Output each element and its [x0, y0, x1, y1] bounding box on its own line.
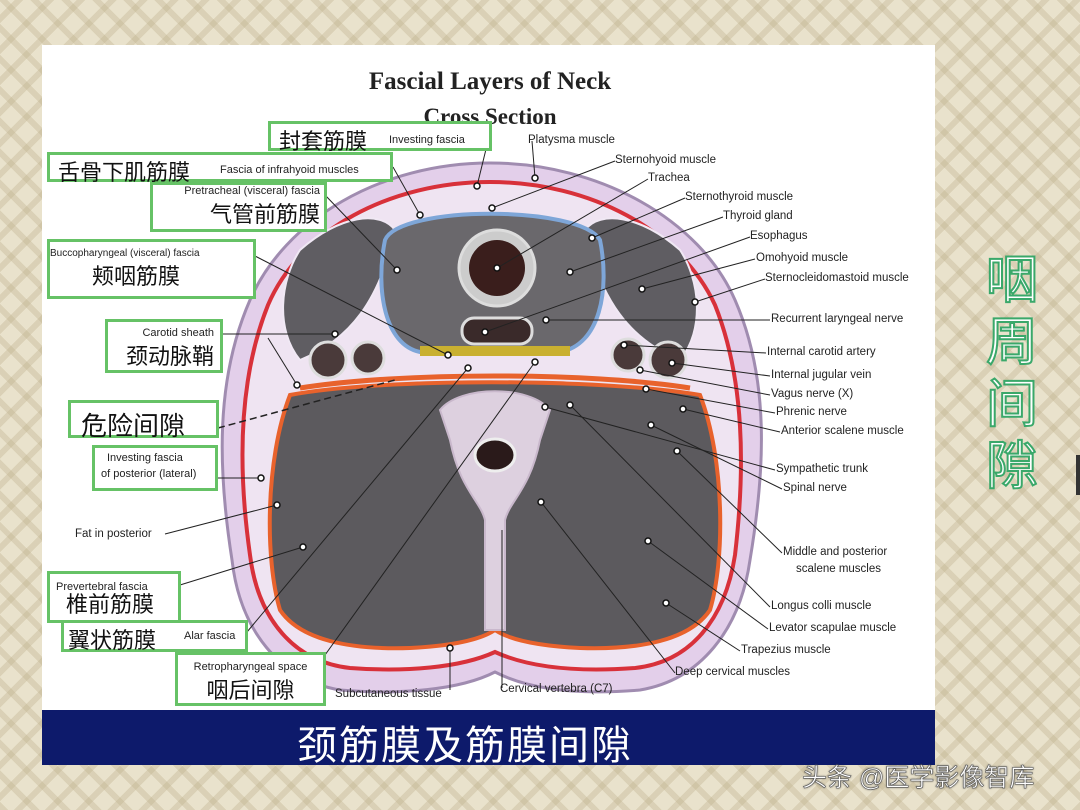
label-cn: 颈动脉鞘: [125, 344, 214, 369]
label-box-pretracheal-fascia: Pretracheal (visceral) fascia 气管前筋膜: [150, 182, 327, 232]
label-sympathetic-trunk: Sympathetic trunk: [776, 463, 869, 475]
side-label-peripharyngeal-space: 咽 周 间 隙: [982, 250, 1042, 498]
label-box-buccopharyngeal-fascia: Buccopharyngeal (visceral) fascia 颊咽筋膜: [47, 239, 256, 299]
label-en: of posterior (lateral): [101, 468, 197, 480]
label-trachea: Trachea: [648, 172, 690, 184]
label-esophagus: Esophagus: [750, 230, 808, 242]
label-platysma: Platysma muscle: [528, 134, 615, 146]
jugular-vein-right: [648, 340, 688, 380]
side-char: 周: [985, 313, 1039, 373]
label-recurrent-laryngeal: Recurrent laryngeal nerve: [771, 313, 904, 325]
label-box-prevertebral-fascia: Prevertebral fascia 椎前筋膜: [47, 571, 181, 623]
label-internal-carotid: Internal carotid artery: [767, 346, 876, 358]
label-cn: 封套筋膜: [279, 129, 368, 154]
retropharyngeal-space: [420, 346, 570, 356]
side-char: 间: [985, 375, 1039, 435]
label-spinal-nerve: Spinal nerve: [783, 482, 847, 494]
label-omohyoid: Omohyoid muscle: [756, 252, 849, 264]
marker-dots: [257, 174, 699, 652]
label-box-posterior-investing-fascia: Investing fascia of posterior (lateral): [92, 445, 218, 491]
cervical-vertebra: [438, 390, 552, 631]
label-fat-in-posterior: Fat in posterior: [75, 528, 152, 540]
label-en: Fascia of infrahyoid muscles: [220, 164, 359, 176]
diagram-title: Fascial Layers of Neck: [368, 68, 612, 95]
label-internal-jugular: Internal jugular vein: [771, 369, 872, 381]
side-char: 咽: [985, 251, 1039, 311]
label-cn: 翼状筋膜: [68, 628, 157, 653]
label-en: Alar fascia: [184, 630, 236, 642]
label-en: Investing fascia: [389, 134, 465, 146]
caption-text: 颈筋膜及筋膜间隙: [297, 724, 633, 768]
caption-banner: 颈筋膜及筋膜间隙: [42, 710, 935, 768]
prevertebral-fascia-line: [299, 373, 691, 391]
label-cn: 颊咽筋膜: [92, 264, 181, 289]
esophagus: [460, 316, 534, 346]
label-sternocleidomastoid: Sternocleidomastoid muscle: [765, 272, 909, 284]
label-anterior-scalene: Anterior scalene muscle: [781, 425, 904, 437]
side-char: 隙: [985, 437, 1039, 497]
label-en: Investing fascia: [107, 452, 183, 464]
edge-mark: [1076, 455, 1080, 495]
label-cervical-vertebra: Cervical vertebra (C7): [500, 683, 613, 695]
label-trapezius: Trapezius muscle: [741, 644, 831, 656]
sternocleidomastoid-left: [282, 217, 397, 362]
label-middle-scalene-1: Middle and posterior: [783, 546, 888, 558]
watermark: 头条 @医学影像智库: [802, 764, 1035, 793]
label-en: Carotid sheath: [142, 327, 214, 339]
carotid-artery-left: [308, 340, 348, 380]
label-en: Pretracheal (visceral) fascia: [184, 185, 320, 197]
label-en: Retropharyngeal space: [193, 661, 308, 673]
label-en: Buccopharyngeal (visceral) fascia: [50, 248, 200, 259]
label-box-danger-space: 危险间隙: [68, 400, 219, 441]
carotid-artery-right: [610, 337, 646, 373]
label-middle-scalene-2: scalene muscles: [796, 563, 882, 575]
jugular-vein-left: [350, 340, 386, 376]
label-sternohyoid: Sternohyoid muscle: [615, 154, 716, 166]
leader-lines: [164, 140, 783, 690]
label-box-investing-fascia: 封套筋膜 Investing fascia: [268, 121, 492, 154]
label-box-alar-fascia: 翼状筋膜 Alar fascia: [61, 620, 248, 653]
label-cn: 舌骨下肌筋膜: [58, 160, 191, 185]
label-subcutaneous: Subcutaneous tissue: [335, 688, 442, 700]
label-cn: 椎前筋膜: [66, 592, 155, 617]
label-vagus: Vagus nerve (X): [771, 388, 854, 400]
label-box-carotid-sheath: Carotid sheath 颈动脉鞘: [105, 319, 223, 373]
label-cn: 气管前筋膜: [209, 202, 320, 227]
label-cn: 咽后间隙: [206, 678, 295, 703]
label-phrenic: Phrenic nerve: [776, 406, 847, 418]
danger-space-pointer: [217, 379, 396, 429]
label-thyroid: Thyroid gland: [723, 210, 793, 222]
label-levator-scapulae: Levator scapulae muscle: [769, 622, 897, 634]
label-cn: 危险间隙: [81, 411, 186, 441]
label-box-retropharyngeal-space: Retropharyngeal space 咽后间隙: [175, 652, 326, 706]
label-deep-cervical: Deep cervical muscles: [675, 666, 791, 678]
label-en: Prevertebral fascia: [56, 581, 148, 593]
spinal-cord: [473, 437, 517, 473]
label-longus-colli: Longus colli muscle: [771, 600, 872, 612]
label-box-infrahyoid-fascia: 舌骨下肌筋膜 Fascia of infrahyoid muscles: [47, 152, 393, 185]
label-sternothyroid: Sternothyroid muscle: [685, 191, 794, 203]
